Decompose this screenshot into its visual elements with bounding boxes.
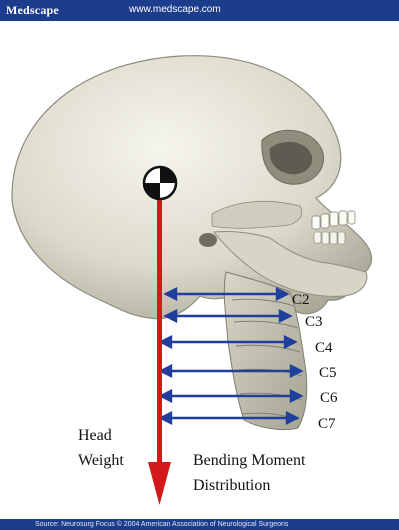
center-of-gravity-icon: [144, 167, 176, 199]
head-weight-label: Head Weight: [78, 427, 124, 469]
label-c6: C6: [320, 390, 338, 406]
header-bar: Medscape www.medscape.com: [0, 0, 399, 21]
bending-line2: Distribution: [193, 477, 270, 494]
bending-moment-label: Bending Moment Distribution: [193, 452, 306, 494]
label-c5: C5: [319, 365, 337, 381]
footer-bar: Source: Neurosurg Focus © 2004 American …: [0, 519, 399, 530]
skull-diagram: C2 C3 C4 C5 C6 C7 Head Weight Bending Mo…: [0, 21, 399, 519]
label-c7: C7: [318, 416, 336, 432]
label-c4: C4: [315, 340, 333, 356]
label-c3: C3: [305, 314, 323, 330]
head-weight-line2: Weight: [78, 452, 124, 469]
head-weight-line1: Head: [78, 427, 112, 444]
source-credit: Source: Neurosurg Focus © 2004 American …: [35, 519, 288, 530]
site-url[interactable]: www.medscape.com: [129, 4, 221, 15]
label-c2: C2: [292, 292, 310, 308]
ear-opening: [199, 233, 217, 247]
brand-logo: Medscape: [6, 3, 59, 18]
bending-line1: Bending Moment: [193, 452, 306, 469]
